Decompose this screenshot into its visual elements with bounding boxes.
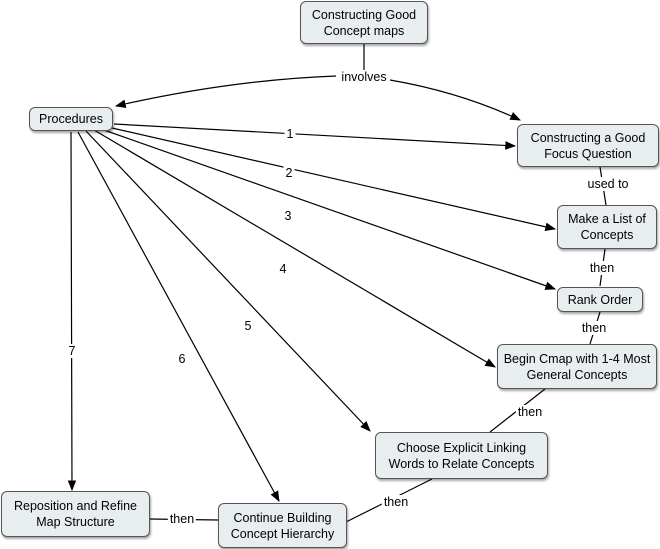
edge-procedures-continue <box>77 131 280 502</box>
node-choose-linking[interactable]: Choose Explicit Linking Words to Relate … <box>375 432 548 479</box>
node-continue-building[interactable]: Continue Building Concept Hierarchy <box>218 503 347 548</box>
node-begin-cmap[interactable]: Begin Cmap with 1-4 Most General Concept… <box>497 344 657 389</box>
edge-procedures-choose <box>85 130 371 432</box>
link-label-step-5: 5 <box>242 319 254 333</box>
link-label-then-choose-continue: then <box>381 495 411 509</box>
link-label-step-3: 3 <box>282 209 294 223</box>
link-label-step-4: 4 <box>277 262 289 276</box>
link-label-then-list-rank: then <box>587 261 617 275</box>
link-label-step-6: 6 <box>176 352 188 366</box>
node-reposition-refine[interactable]: Reposition and Refine Map Structure <box>1 491 150 537</box>
link-label-step-7: 7 <box>66 344 78 358</box>
link-label-used-to: used to <box>585 177 631 191</box>
edge-procedures-list <box>111 127 557 232</box>
edge-procedures-rank <box>103 129 557 290</box>
link-label-step-1: 1 <box>284 127 296 141</box>
edge-involves-focus <box>389 79 521 121</box>
node-rank-order[interactable]: Rank Order <box>557 287 643 312</box>
node-procedures[interactable]: Procedures <box>29 107 113 131</box>
link-label-step-2: 2 <box>283 166 295 180</box>
edge-procedures-focus <box>113 123 517 150</box>
link-label-involves: involves <box>339 70 389 84</box>
edge-procedures-reposition <box>67 131 77 492</box>
link-label-then-begin-choose: then <box>515 405 545 419</box>
node-list-concepts[interactable]: Make a List of Concepts <box>557 205 657 249</box>
link-label-then-continue-reposition: then <box>167 512 197 526</box>
link-label-then-rank-begin: then <box>579 321 609 335</box>
node-focus-question[interactable]: Constructing a Good Focus Question <box>517 124 659 167</box>
edge-involves-procedures <box>114 75 337 109</box>
node-root[interactable]: Constructing Good Concept maps <box>300 1 428 44</box>
edge-procedures-begin <box>93 129 496 368</box>
